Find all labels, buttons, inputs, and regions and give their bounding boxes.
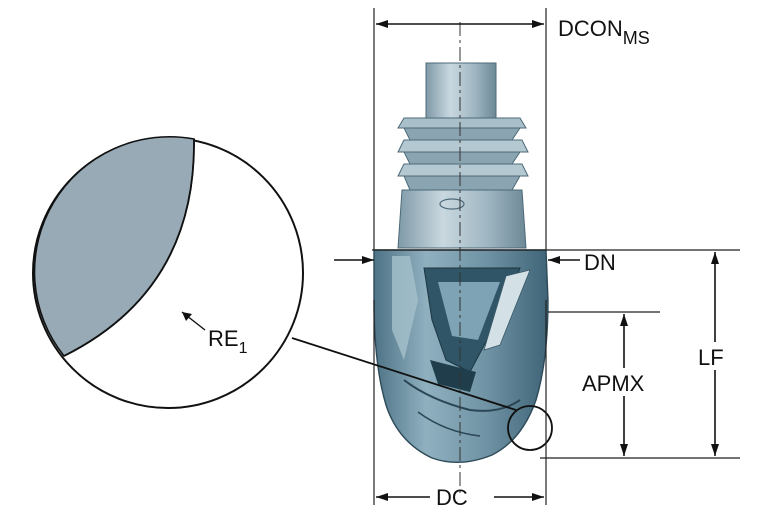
dimension-dn [334,249,740,264]
dimension-dc [373,300,547,505]
label-apmx: APMX [582,371,645,396]
detail-connector-line [291,337,517,411]
label-dcon-ms: DCONMS [558,16,650,48]
label-re-sub: 1 [239,340,248,357]
tool-shank [397,62,529,249]
cutting-head [373,249,549,463]
dimension-dcon [373,8,547,250]
detail-view [32,136,304,409]
label-dcon-sub: MS [623,28,650,48]
label-lf: LF [698,345,724,370]
label-re1: RE1 [208,326,248,357]
detail-marker-circle [507,405,553,451]
label-dc: DC [436,485,468,510]
label-dcon-main: DCON [558,16,623,41]
label-re-main: RE [208,326,239,351]
label-dn: DN [584,250,616,275]
